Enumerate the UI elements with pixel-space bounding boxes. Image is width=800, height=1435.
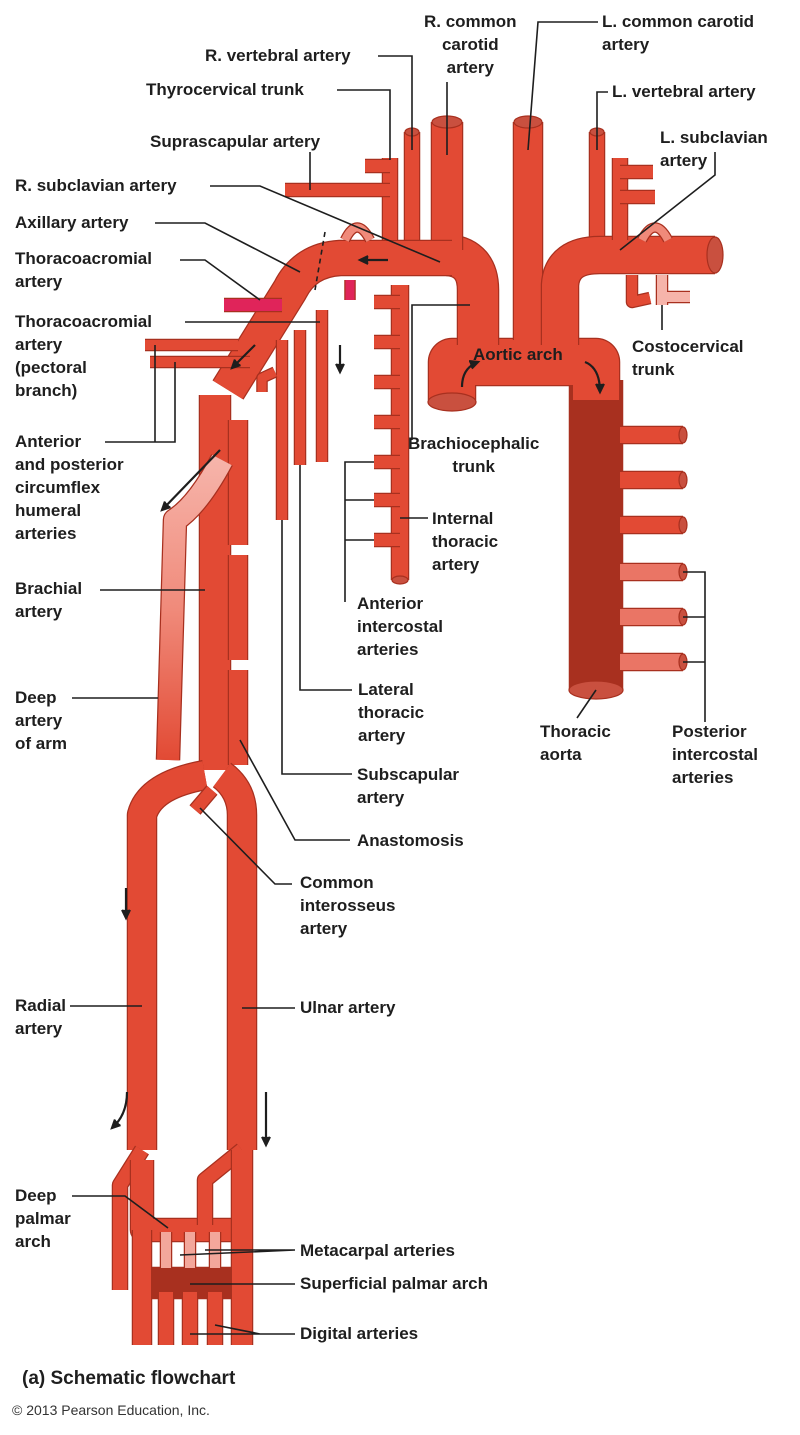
label-ulnar-artery: Ulnar artery (300, 998, 396, 1017)
intercostal-end (678, 426, 688, 444)
ulnar-hand (196, 1143, 248, 1225)
aortic-arch (427, 337, 621, 400)
label-brachiocephalic-trunk: Brachiocephalic trunk (408, 434, 540, 476)
label-thoracoacromial-pectoral-branch: Thoracoacromial artery (pectoral branch) (15, 312, 152, 400)
label-r-vertebral-artery: R. vertebral artery (205, 46, 351, 65)
l-loop (637, 222, 673, 243)
internal-thoracic-end (391, 575, 409, 585)
leader-thyrocervical (337, 89, 391, 160)
flow-arrow-icon (335, 345, 345, 375)
copyright-notice: © 2013 Pearson Education, Inc. (12, 1402, 210, 1418)
label-posterior-intercostal-arteries: Posterior intercostal arteries (672, 722, 758, 787)
label-deep-artery-of-arm: Deep artery of arm (15, 688, 67, 753)
leader-l-vertebral (596, 91, 608, 150)
label-suprascapular-artery: Suprascapular artery (150, 132, 321, 151)
flow-arrow-icon (110, 1091, 129, 1130)
label-r-common-carotid-artery: R. common carotid artery (424, 12, 517, 77)
l-subclavian-artery (540, 235, 715, 345)
flow-arrow-icon (121, 888, 131, 921)
label-deep-palmar-arch: Deep palmar arch (15, 1186, 71, 1251)
small-hook (256, 366, 278, 392)
flow-arrow-icon (460, 359, 481, 388)
leader-l-common-carotid (527, 21, 598, 151)
label-lateral-thoracic-artery: Lateral thoracic artery (358, 680, 425, 745)
label-common-interosseus-artery: Common interosseus artery (300, 873, 396, 938)
label-thyrocervical-trunk: Thyrocervical trunk (146, 80, 304, 99)
l-subclavian-lower-branch (625, 275, 652, 309)
label-brachial-artery: Brachial artery (15, 579, 83, 621)
brachiocephalic-trunk (444, 233, 500, 345)
label-r-subclavian-artery: R. subclavian artery (15, 176, 177, 195)
leader-deep-palmar (72, 1195, 169, 1229)
label-thoracoacromial-artery: Thoracoacromial artery (15, 249, 152, 291)
leader-common-interosseus (199, 807, 292, 885)
label-superficial-palmar-arch: Superficial palmar arch (300, 1274, 489, 1293)
r-subclavian-artery (212, 239, 452, 400)
l-carotid-end (513, 115, 543, 129)
flow-arrow-icon (357, 255, 388, 265)
leader-metacarpal (179, 1249, 296, 1256)
ulnar-artery (212, 762, 258, 1150)
leader-subscapular (281, 520, 352, 775)
label-internal-thoracic-artery: Internal thoracic artery (432, 509, 499, 574)
leader-thoracic-aorta (576, 689, 597, 719)
ascending-aorta-end (427, 392, 477, 412)
label-thoracic-aorta: Thoracic aorta (540, 722, 611, 764)
label-circumflex-humeral-arteries: Anterior and posterior circumflex humera… (15, 432, 124, 543)
label-l-common-carotid-artery: L. common carotid artery (602, 12, 755, 54)
leader-anastomosis (239, 739, 350, 841)
r-loop (340, 222, 375, 243)
l-subclavian-end (706, 236, 724, 274)
common-interosseus-artery (189, 785, 218, 815)
intercostal-end (678, 516, 688, 534)
leader-posterior-intercostal (683, 571, 706, 722)
label-radial-artery: Radial artery (15, 996, 67, 1038)
leader-r-subclavian (210, 185, 441, 263)
leader-digital (190, 1324, 295, 1335)
label-aortic-arch: Aortic arch (473, 345, 563, 364)
leader-l-subclavian (619, 152, 716, 251)
label-anastomosis: Anastomosis (357, 831, 464, 850)
radial-artery (126, 759, 209, 1150)
flow-arrow-icon (230, 344, 256, 370)
leader-brachiocephalic (411, 304, 470, 440)
leader-dashed-line (314, 231, 326, 291)
label-axillary-artery: Axillary artery (15, 213, 129, 232)
costocervical-trunk (655, 275, 690, 305)
label-anterior-intercostal-arteries: Anterior intercostal arteries (357, 594, 443, 659)
label-subscapular-artery: Subscapular artery (357, 765, 460, 807)
label-l-subclavian-artery: L. subclavian artery (660, 128, 768, 170)
intercostal-end (678, 471, 688, 489)
leader-lateral-thoracic (299, 465, 352, 691)
flow-arrow-icon (261, 1092, 271, 1148)
flow-arrow-icon (160, 449, 221, 512)
flow-arrow-icon (584, 360, 605, 395)
leader-circumflex (105, 345, 176, 443)
label-digital-arteries: Digital arteries (300, 1324, 419, 1343)
leader-axillary (155, 222, 301, 273)
label-l-vertebral-artery: L. vertebral artery (612, 82, 756, 101)
label-metacarpal-arteries: Metacarpal arteries (300, 1241, 455, 1260)
leader-anterior-intercostal (344, 461, 374, 602)
deep-artery-of-arm (155, 454, 233, 761)
leader-thoracoacromial (180, 259, 261, 301)
figure-caption: (a) Schematic flowchart (22, 1368, 236, 1389)
leader-r-vertebral (378, 55, 413, 150)
label-costocervical-trunk: Costocervical trunk (632, 337, 744, 379)
